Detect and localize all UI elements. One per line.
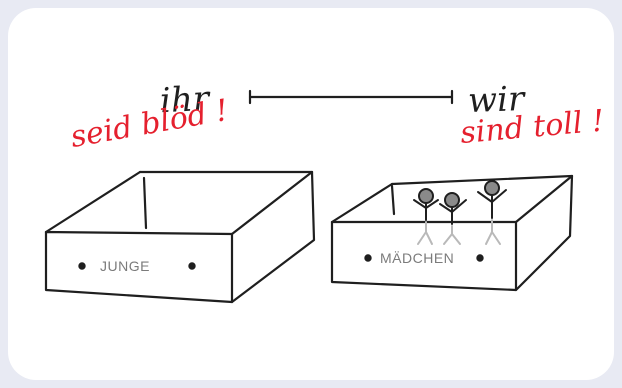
figure-3-head	[485, 181, 499, 195]
stick-figures	[414, 181, 506, 224]
stick-figure-legs	[418, 220, 500, 244]
left-box	[46, 172, 314, 302]
figure-1-head	[419, 189, 433, 203]
right-box-label: MÄDCHEN	[380, 250, 454, 266]
left-box-label: JUNGE	[100, 258, 150, 274]
connector-line	[250, 91, 452, 103]
figure-2-head	[445, 193, 459, 207]
